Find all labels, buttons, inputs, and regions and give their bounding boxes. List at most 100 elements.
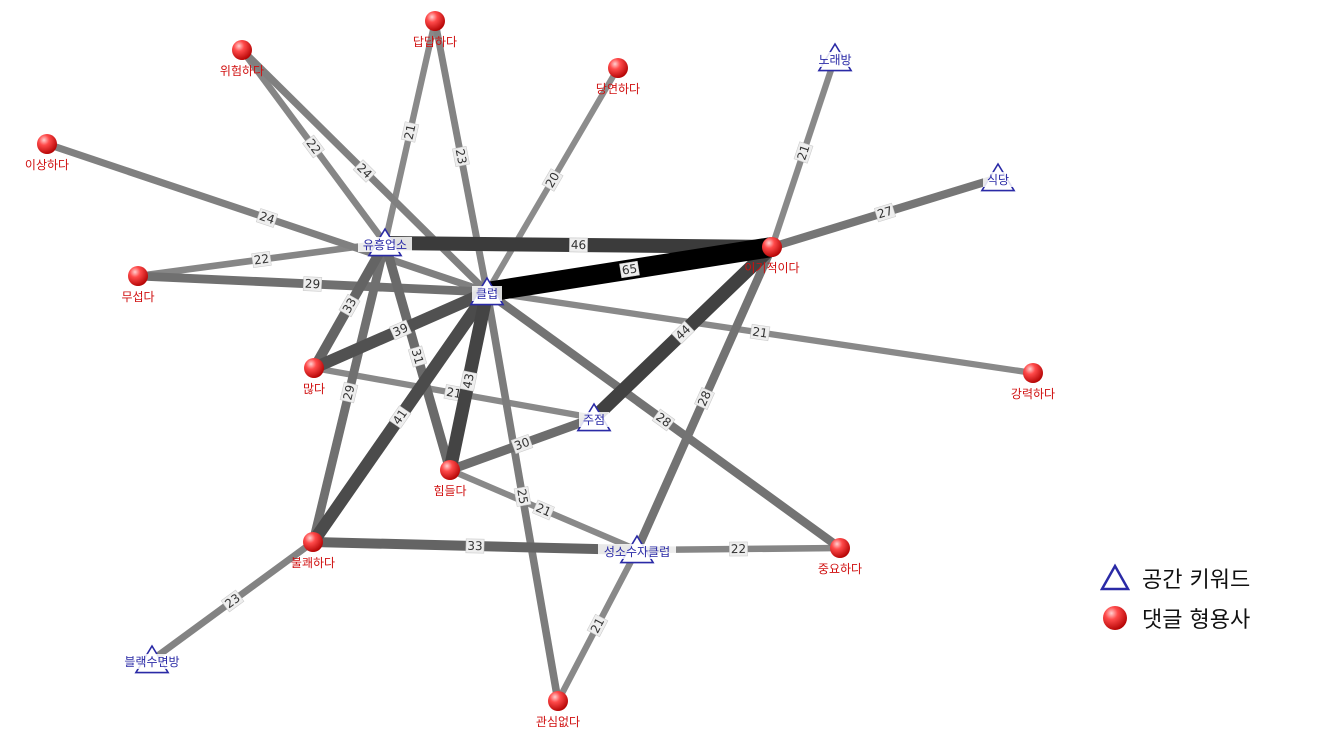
node-label: 관심없다 (536, 715, 580, 729)
edge: 28 (633, 245, 776, 552)
node-dangyeon: 당연하다 (596, 58, 640, 96)
node-yuheung: 유흥업소 (358, 227, 412, 257)
edge-weight-bg (513, 486, 532, 507)
node-label: 노래방 (818, 53, 851, 67)
edge: 43 (443, 290, 494, 472)
node-label: 블랙수면방 (124, 655, 179, 669)
edge-weight-bg (459, 370, 478, 392)
red-ball-icon (1103, 606, 1127, 630)
edge-weight-bg (220, 589, 245, 613)
edge-weight-text: 33 (340, 295, 360, 315)
node-label: 성소수자클럽 (604, 545, 670, 559)
edge-weight-bg (389, 319, 412, 341)
edges-layer: 2021212121212122222223232424252728282929… (45, 20, 1034, 703)
edge-weight-label: 21 (749, 323, 771, 342)
edge-weight-label: 29 (302, 276, 323, 292)
edge-weight-text: 30 (512, 435, 531, 453)
node-label-bg (119, 654, 185, 669)
edge-weight-label: 25 (513, 486, 532, 507)
edge: 33 (309, 240, 390, 371)
edge: 31 (380, 241, 455, 472)
edge-weight-text: 20 (543, 170, 563, 190)
edge-weight-text: 28 (695, 389, 714, 409)
edge: 29 (308, 241, 390, 544)
edge-weight-bg (651, 408, 676, 432)
edge-weight-text: 21 (794, 143, 812, 162)
edge-weight-bg (569, 237, 588, 253)
edge-weight-text: 21 (588, 615, 607, 635)
edge: 27 (770, 174, 1000, 251)
legend-label-keyword: 공간 키워드 (1142, 568, 1251, 593)
edge: 24 (45, 140, 489, 296)
node-sikdang: 식당 (980, 162, 1016, 192)
node-igijeok: 이기적이다 (744, 237, 800, 275)
edge: 33 (312, 537, 638, 555)
edge-weight-label: 24 (255, 208, 279, 228)
node-label: 유흥업소 (363, 238, 407, 252)
legend: 공간 키워드 댓글 형용사 (1100, 558, 1250, 638)
edge-weight-bg (873, 202, 897, 223)
edge-weight-bg (338, 293, 361, 318)
edge-weight-bg (388, 405, 412, 429)
legend-item-adjective: 댓글 형용사 (1100, 598, 1250, 638)
edge-weight-label: 31 (407, 345, 428, 368)
edge: 65 (485, 237, 774, 302)
node-label: 이기적이다 (744, 261, 799, 275)
edge-weight-bg (619, 260, 640, 279)
node-himdeul: 힘들다 (433, 460, 467, 498)
edge-weight-bg (302, 134, 325, 159)
edge-weight-label: 65 (619, 260, 640, 279)
red-ball-icon (425, 11, 445, 31)
edge-weight-text: 46 (571, 238, 586, 252)
node-label: 힘들다 (433, 484, 466, 498)
edge-weight-label: 41 (388, 405, 412, 429)
node-black: 블랙수면방 (119, 644, 185, 674)
edge-weight-label: 43 (459, 370, 478, 392)
edge-weight-label: 33 (465, 538, 485, 554)
node-label: 불쾌하다 (291, 556, 335, 570)
node-label: 많다 (303, 382, 325, 396)
edge: 21 (555, 548, 640, 703)
red-ball-icon (608, 58, 628, 78)
edge-weight-label: 39 (389, 319, 412, 341)
edge-weight-label: 27 (873, 202, 897, 223)
node-seongsosuja: 성소수자클럽 (598, 534, 676, 564)
edge-weight-label: 22 (729, 541, 748, 557)
node-label: 주점 (583, 413, 605, 427)
edge: 24 (239, 47, 490, 295)
node-label-bg (598, 544, 676, 559)
node-jujeom: 주점 (576, 402, 612, 432)
node-wiheom: 위험하다 (220, 40, 264, 78)
node-museop: 무섭다 (121, 266, 155, 304)
edge-weight-label: 22 (302, 134, 325, 159)
edge-weight-text: 24 (258, 209, 277, 227)
edge-weight-label: 46 (569, 237, 588, 253)
edge: 21 (381, 20, 439, 244)
edge: 39 (311, 286, 490, 374)
edge-weight-label: 28 (651, 408, 676, 432)
edge-weight-text: 27 (876, 204, 895, 222)
node-label: 강력하다 (1011, 387, 1055, 401)
node-gangnyeok: 강력하다 (1011, 363, 1055, 401)
node-label-bg (358, 237, 412, 252)
red-ball-icon (303, 532, 323, 552)
node-dapdap: 답답하다 (413, 11, 457, 49)
red-ball-icon (232, 40, 252, 60)
edge-weight-bg (352, 159, 377, 183)
node-club: 클럽 (469, 276, 505, 306)
edge-weight-label: 21 (532, 499, 555, 521)
node-label: 클럽 (476, 287, 498, 301)
edge-weight-bg (586, 613, 609, 638)
red-ball-icon (304, 358, 324, 378)
edge-weight-text: 29 (305, 277, 321, 292)
node-label-bg (472, 286, 502, 301)
edge-weight-bg (694, 387, 715, 410)
node-label-bg (814, 52, 856, 67)
edge: 23 (149, 539, 316, 663)
edge-weight-text: 33 (467, 539, 483, 553)
edge-weight-bg (465, 538, 485, 554)
edge-weight-bg (407, 345, 428, 368)
edge-weight-text: 25 (514, 488, 530, 505)
